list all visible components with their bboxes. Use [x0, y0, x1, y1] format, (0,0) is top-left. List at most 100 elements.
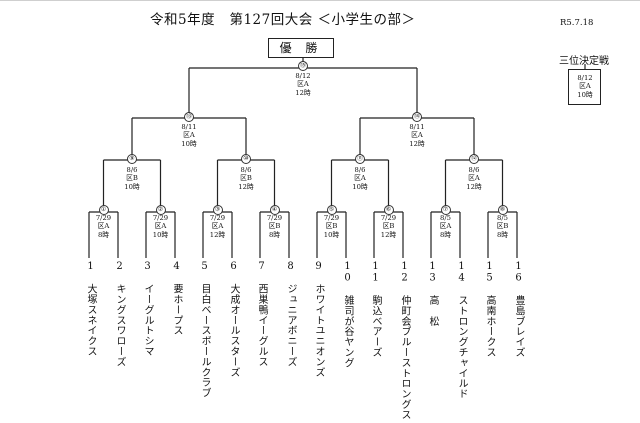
- game-date: 8/5: [497, 214, 508, 222]
- team-name: 7 西巣鴨イーグルス: [256, 261, 267, 367]
- game-venue: 区A: [354, 174, 366, 183]
- game-number: ②: [155, 205, 166, 215]
- game-venue: 区A: [411, 131, 423, 140]
- game-venue: 区A: [183, 131, 195, 140]
- game-venue: 区B: [240, 174, 252, 183]
- game-number: ⑬: [184, 112, 194, 122]
- game-date: 7/29: [323, 214, 340, 222]
- game-venue: 区B: [382, 222, 395, 231]
- game-time: 12時: [238, 182, 254, 191]
- game-time: 12時: [409, 139, 425, 148]
- game-time: 12時: [295, 88, 311, 97]
- game-venue: 区A: [439, 222, 452, 231]
- team-name: 14 ストロングチャイルド: [456, 261, 467, 400]
- team-name: 2 キングスワローズ: [114, 261, 125, 367]
- title-year: 令和5年度: [150, 12, 216, 28]
- team-name: 9 ホワイトユニオンズ: [313, 261, 324, 378]
- team-name: 1 大塚スネイクス: [85, 261, 96, 357]
- game-time: 8時: [439, 230, 452, 239]
- game-time: 8時: [496, 230, 509, 239]
- title-event: 第127回大会: [229, 12, 313, 28]
- game-number: ⑨: [127, 154, 137, 164]
- title-division: ＜小学生の部＞: [317, 12, 416, 28]
- top-border: [0, 0, 640, 1]
- game-time: 10時: [181, 139, 197, 148]
- game-date: 8/6: [240, 166, 252, 174]
- third-place-info: 8/12 区A 10時: [565, 74, 605, 99]
- game-time: 8時: [97, 230, 110, 239]
- game-time: 8時: [268, 230, 281, 239]
- game-date: 7/29: [380, 214, 397, 222]
- team-name: 11 駒込ベアーズ: [370, 261, 381, 358]
- team-name: 3 イーグルトシマ: [142, 261, 153, 357]
- team-name: 10 雑司が谷ヤング: [342, 261, 353, 368]
- team-name: 12 仲町会ブルーストロングス: [399, 261, 410, 420]
- game-venue: 区B: [268, 222, 281, 231]
- team-name: 13 高 松: [427, 261, 438, 327]
- team-name: 4 要ホープス: [171, 261, 182, 336]
- game-number: ⑥: [383, 205, 394, 215]
- page-title: 令和5年度 第127回大会 ＜小学生の部＞: [150, 8, 416, 28]
- game-venue: 区B: [325, 222, 338, 231]
- game-date: 8/11: [409, 123, 425, 131]
- champion-box: 優 勝: [268, 38, 334, 58]
- game-date: 8/12: [295, 72, 311, 80]
- game-date: 8/5: [440, 214, 451, 222]
- game-venue: 区B: [126, 174, 138, 183]
- team-name: 15 高南ホークス: [484, 261, 495, 358]
- game-time: 12時: [380, 230, 397, 239]
- game-time: 10時: [152, 230, 169, 239]
- game-number: ⑧: [497, 205, 508, 215]
- game-number: ④: [269, 205, 280, 215]
- game-venue: 区A: [211, 222, 224, 231]
- game-number: ①: [98, 205, 109, 215]
- game-date: 7/29: [152, 214, 169, 222]
- third-place-box: [568, 69, 601, 105]
- third-place-venue: 区A: [579, 82, 591, 91]
- document-date: R5.7.18: [560, 18, 594, 28]
- game-time: 12時: [209, 230, 226, 239]
- team-name: 8 ジュニアボニーズ: [285, 261, 296, 367]
- game-date: 8/6: [354, 166, 366, 174]
- game-venue: 区B: [496, 222, 509, 231]
- team-name: 5 目白ベースボールクラブ: [199, 261, 210, 399]
- game-venue: 区A: [468, 174, 480, 183]
- game-venue: 区A: [154, 222, 167, 231]
- game-date: 7/29: [209, 214, 226, 222]
- game-number: ⑦: [440, 205, 451, 215]
- game-time: 10時: [352, 182, 368, 191]
- team-name: 16 豊島ブレイズ: [513, 261, 524, 358]
- game-number: ⑮: [298, 61, 308, 71]
- game-venue: 区A: [97, 222, 110, 231]
- game-date: 7/29: [266, 214, 283, 222]
- team-name: 6 大成オールスターズ: [228, 261, 239, 378]
- game-number: ⑤: [326, 205, 337, 215]
- game-venue: 区A: [297, 80, 309, 89]
- game-time: 10時: [124, 182, 140, 191]
- third-place-title: 三位決定戦: [559, 56, 609, 67]
- third-place-time: 10時: [577, 90, 593, 99]
- game-date: 7/29: [95, 214, 112, 222]
- game-number: ③: [212, 205, 223, 215]
- game-number: ⑩: [241, 154, 251, 164]
- game-date: 8/11: [181, 123, 197, 131]
- game-number: ⑭: [412, 112, 422, 122]
- game-number: ⑫: [469, 154, 479, 164]
- game-time: 12時: [466, 182, 482, 191]
- game-date: 8/6: [468, 166, 480, 174]
